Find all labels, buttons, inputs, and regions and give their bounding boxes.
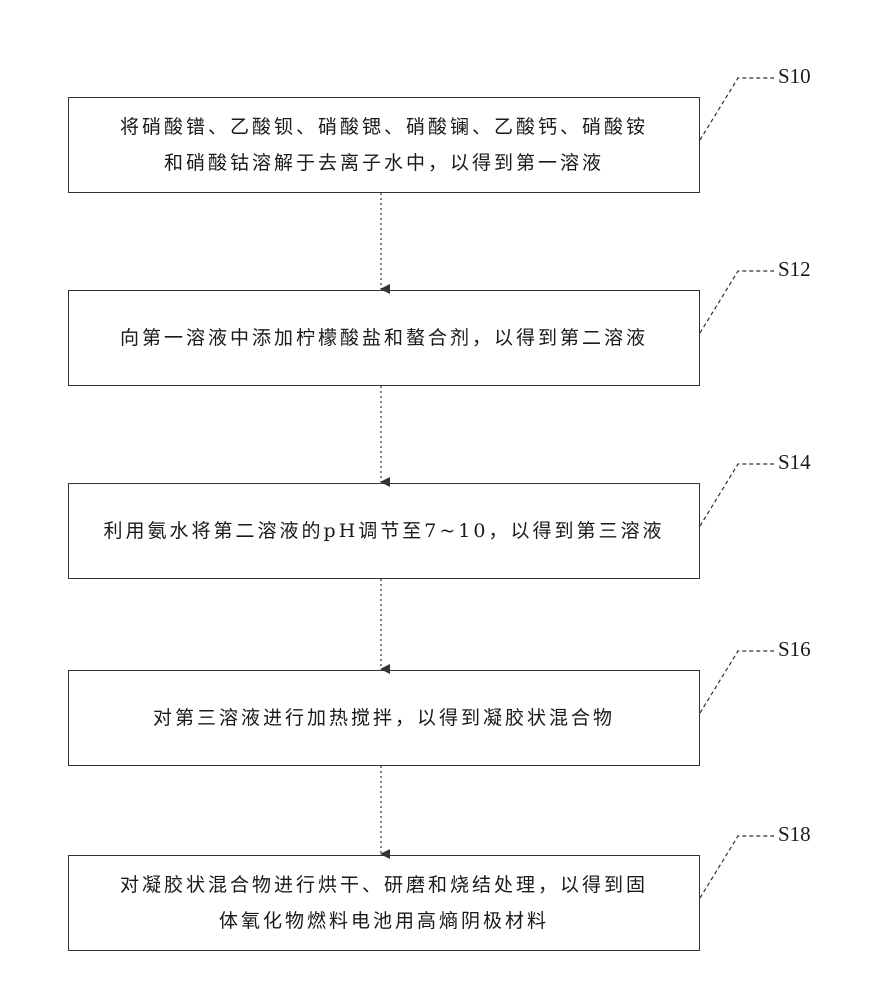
step-label-s10: S10: [778, 66, 811, 87]
step-text-s18: 对凝胶状混合物进行烘干、研磨和烧结处理，以得到固 体氧化物燃料电池用高熵阴极材料: [106, 867, 662, 939]
step-text-s12: 向第一溶液中添加柠檬酸盐和螯合剂，以得到第二溶液: [106, 320, 662, 356]
step-label-s14: S14: [778, 452, 811, 473]
step-box-s10: 将硝酸镨、乙酸钡、硝酸锶、硝酸镧、乙酸钙、硝酸铵 和硝酸钴溶解于去离子水中，以得…: [68, 97, 700, 193]
step-box-s16: 对第三溶液进行加热搅拌，以得到凝胶状混合物: [68, 670, 700, 766]
step-line: 对凝胶状混合物进行烘干、研磨和烧结处理，以得到固: [120, 867, 648, 903]
step-line: 体氧化物燃料电池用高熵阴极材料: [120, 903, 648, 939]
step-text-s10: 将硝酸镨、乙酸钡、硝酸锶、硝酸镧、乙酸钙、硝酸铵 和硝酸钴溶解于去离子水中，以得…: [106, 109, 662, 181]
step-line: 对第三溶液进行加热搅拌，以得到凝胶状混合物: [153, 700, 615, 736]
leader-line-s16: [700, 651, 774, 713]
step-line: 和硝酸钴溶解于去离子水中，以得到第一溶液: [120, 145, 648, 181]
step-box-s18: 对凝胶状混合物进行烘干、研磨和烧结处理，以得到固 体氧化物燃料电池用高熵阴极材料: [68, 855, 700, 951]
step-label-s12: S12: [778, 259, 811, 280]
leader-line-s10: [700, 78, 774, 140]
step-line: 向第一溶液中添加柠檬酸盐和螯合剂，以得到第二溶液: [120, 320, 648, 356]
step-text-s16: 对第三溶液进行加热搅拌，以得到凝胶状混合物: [139, 700, 629, 736]
step-label-s16: S16: [778, 639, 811, 660]
step-label-s18: S18: [778, 824, 811, 845]
step-text-s14: 利用氨水将第二溶液的pH调节至7~10，以得到第三溶液: [90, 513, 679, 549]
leader-line-s14: [700, 464, 774, 526]
step-line: 利用氨水将第二溶液的pH调节至7~10，以得到第三溶液: [104, 513, 665, 549]
step-box-s12: 向第一溶液中添加柠檬酸盐和螯合剂，以得到第二溶液: [68, 290, 700, 386]
leader-line-s18: [700, 836, 774, 898]
step-box-s14: 利用氨水将第二溶液的pH调节至7~10，以得到第三溶液: [68, 483, 700, 579]
leader-line-s12: [700, 271, 774, 333]
step-line: 将硝酸镨、乙酸钡、硝酸锶、硝酸镧、乙酸钙、硝酸铵: [120, 109, 648, 145]
